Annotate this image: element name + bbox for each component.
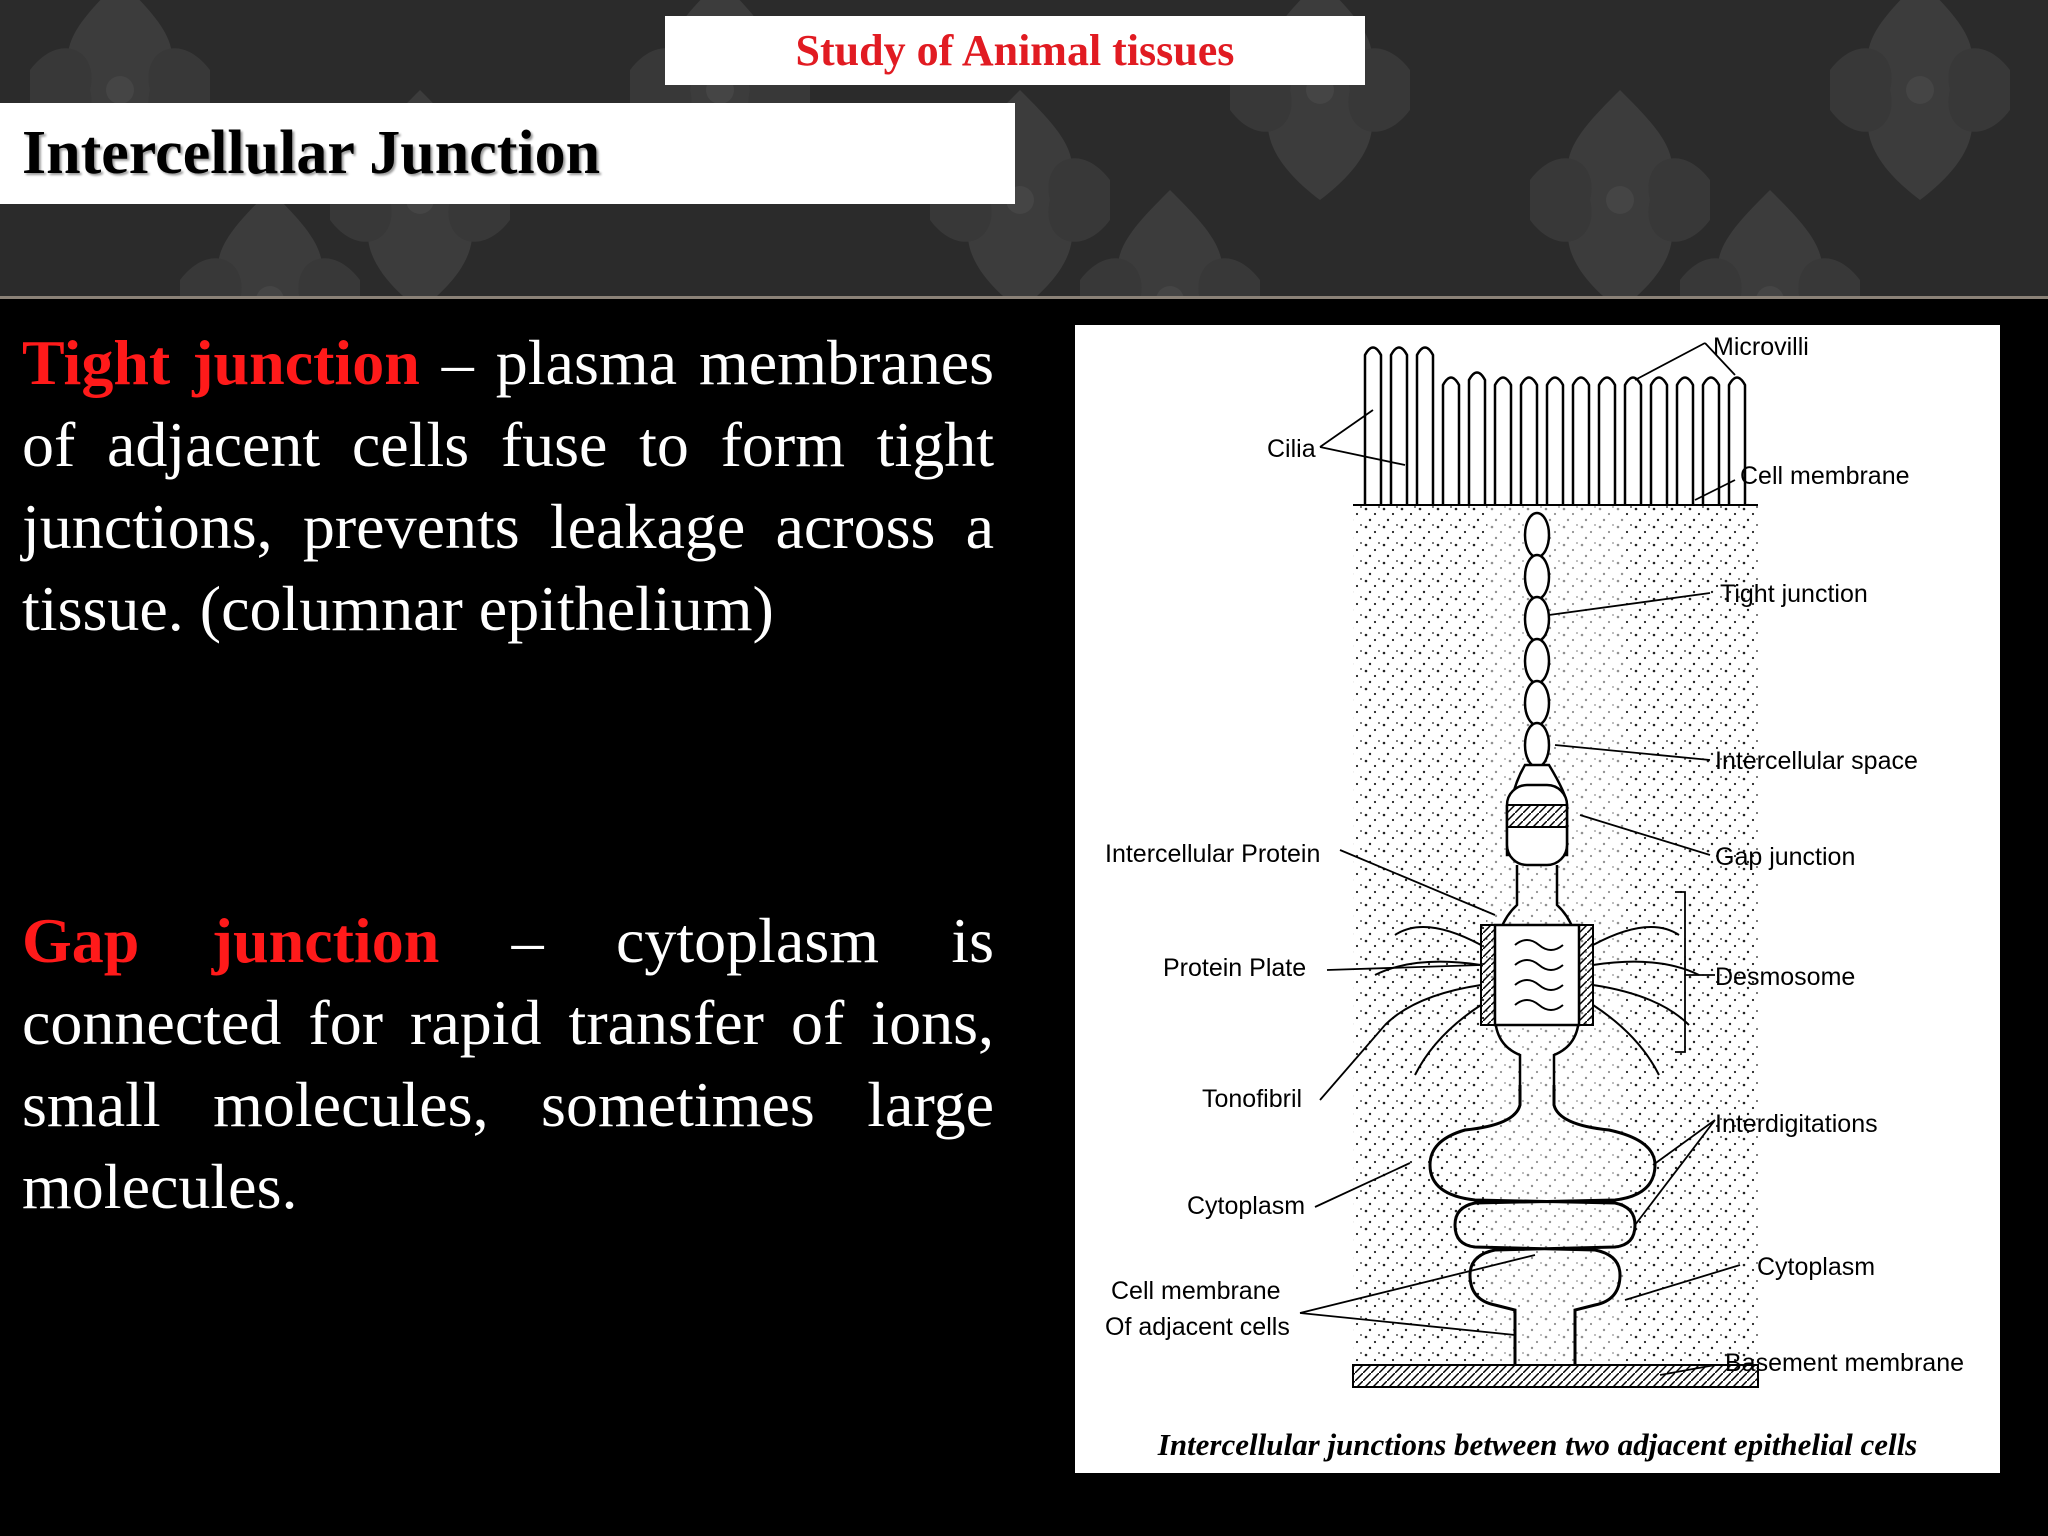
label-intercellular-protein: Intercellular Protein bbox=[1105, 840, 1320, 868]
tight-junction-drawing bbox=[1523, 511, 1551, 769]
tight-junction-term: Tight junction bbox=[22, 327, 420, 398]
junction-diagram: Microvilli Cilia Cell membrane Tight jun… bbox=[1075, 325, 2000, 1473]
label-microvilli: Microvilli bbox=[1713, 333, 1809, 361]
label-cell-membrane: Cell membrane bbox=[1740, 462, 1910, 490]
label-cytoplasm-left: Cytoplasm bbox=[1187, 1192, 1305, 1220]
course-title-box: Study of Animal tissues bbox=[665, 16, 1365, 85]
slide-title: Intercellular Junction bbox=[22, 119, 601, 187]
label-tight-junction: Tight junction bbox=[1720, 580, 1868, 608]
interdigitations-drawing bbox=[1428, 1085, 1657, 1365]
label-desmosome: Desmosome bbox=[1715, 963, 1855, 991]
course-title: Study of Animal tissues bbox=[795, 26, 1235, 75]
leader-lines bbox=[1299, 342, 1741, 1376]
desmosome-drawing bbox=[1374, 865, 1700, 1085]
label-gap-junction: Gap junction bbox=[1715, 843, 1855, 871]
label-protein-plate: Protein Plate bbox=[1163, 954, 1306, 982]
tight-junction-text: – plasma membranes of adjacent cells fus… bbox=[22, 327, 995, 644]
gap-junction-term: Gap junction bbox=[22, 905, 440, 976]
banner-divider bbox=[0, 296, 2048, 299]
label-intercellular-space: Intercellular space bbox=[1715, 747, 1918, 775]
gap-junction-drawing bbox=[1506, 804, 1568, 828]
label-cytoplasm-right: Cytoplasm bbox=[1757, 1253, 1875, 1281]
slide-title-box: Intercellular Junction bbox=[0, 103, 1015, 204]
junction-diagram-drawing: Microvilli Cilia Cell membrane Tight jun… bbox=[1105, 333, 1964, 1388]
label-basement-membrane: Basement membrane bbox=[1725, 1349, 1964, 1377]
label-adjacent-membrane-2: Of adjacent cells bbox=[1105, 1313, 1290, 1341]
tight-junction-paragraph: Tight junction – plasma membranes of adj… bbox=[22, 322, 994, 650]
figure-caption: Intercellular junctions between two adja… bbox=[1157, 1427, 1918, 1462]
label-interdigitations: Interdigitations bbox=[1715, 1110, 1878, 1138]
label-cilia: Cilia bbox=[1267, 435, 1316, 463]
gap-junction-paragraph: Gap junction – cytoplasm is connected fo… bbox=[22, 900, 994, 1228]
gap-junction-text: – cytoplasm is connected for rapid trans… bbox=[22, 905, 995, 1222]
basement-membrane-drawing bbox=[1352, 1364, 1759, 1388]
microvilli-drawing bbox=[1363, 346, 1747, 505]
label-adjacent-membrane-1: Cell membrane bbox=[1111, 1277, 1281, 1305]
label-tonofibril: Tonofibril bbox=[1202, 1085, 1302, 1113]
